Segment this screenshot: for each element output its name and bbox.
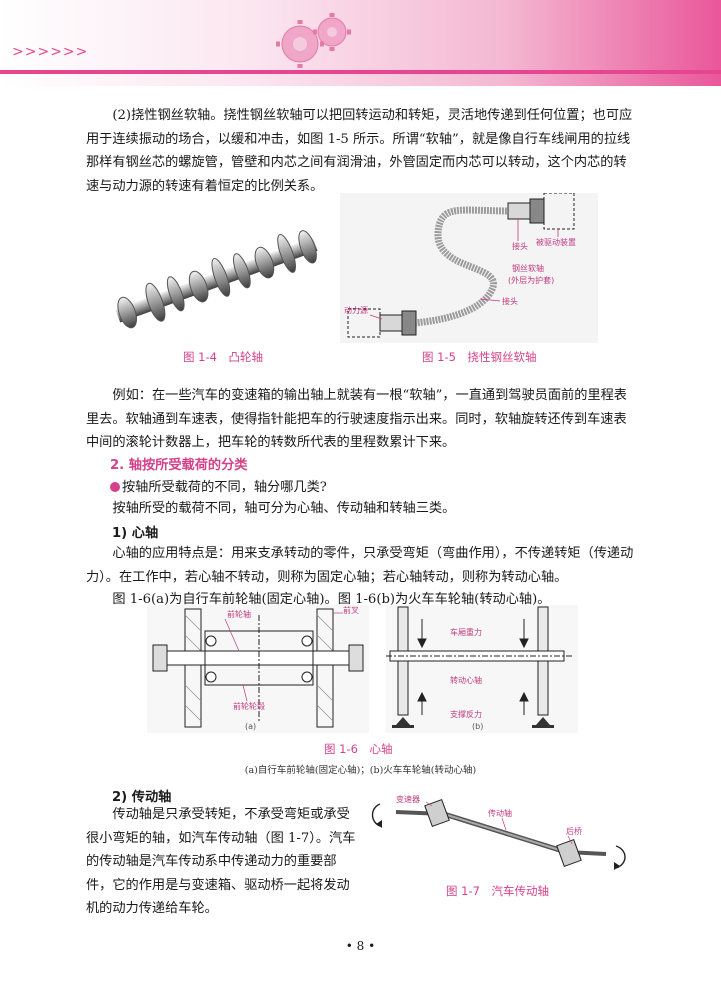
fig16b-label-load: 车厢重力	[450, 627, 482, 637]
fig15-label-joint-bottom: 接头	[502, 296, 518, 306]
train-axle-figure: 车厢重力 转动心轴 支撑反力 (b)	[386, 605, 578, 733]
fig17-label-rear-axle: 后桥	[566, 826, 582, 836]
bullet-dot-icon	[110, 482, 120, 492]
subheading-mandrel: 1) 心轴	[112, 526, 159, 541]
fig16b-label-b: (b)	[472, 722, 483, 731]
fig16b-label-rot-axle: 转动心轴	[450, 675, 482, 685]
section-heading-load-classification: 2. 轴按所受载荷的分类	[110, 458, 248, 473]
subheading-drive-shaft: 2) 传动轴	[112, 790, 172, 805]
fig16a-label-a: (a)	[245, 722, 256, 731]
fig15-label-driven: 被驱动装置	[536, 237, 576, 247]
paragraph-three-types: 按轴所受的载荷不同，轴可分为心轴、传动轴和转轴三类。	[112, 501, 456, 516]
paragraph-drive-shaft: 传动轴是只承受转矩，不承受弯矩或承受很小弯矩的轴，如汽车传动轴（图 1-7）。汽…	[86, 807, 356, 916]
page-header: >>>>>>	[0, 0, 721, 86]
caption-fig-1-4: 图 1-4 凸轮轴	[183, 350, 263, 364]
subcaption-fig-1-6: (a)自行车前轮轴(固定心轴)；(b)火车车轮轴(转动心轴)	[244, 765, 477, 776]
caption-fig-1-6: 图 1-6 心轴	[324, 742, 393, 756]
paragraph-mandrel: 心轴的应用特点是：用来支承转动的零件，只承受弯矩（弯曲作用），不传递转矩（传递动…	[86, 546, 634, 585]
fig15-label-joint-top: 接头	[512, 241, 528, 251]
drive-shaft-figure: 变速器 传动轴 后桥	[371, 794, 626, 870]
caption-fig-1-7: 图 1-7 汽车传动轴	[446, 884, 549, 898]
fig17-label-gearbox: 变速器	[396, 794, 420, 804]
paragraph-flexible-shaft: (2)挠性钢丝软轴。挠性钢丝软轴可以把回转运动和转矩，灵活地传递到任何位置；也可…	[86, 108, 633, 194]
fig16a-label-fork: 前叉	[343, 605, 359, 615]
flexible-shaft-figure: 接头 被驱动装置 钢丝软轴 (外层为护套) 接头 动力源	[340, 193, 598, 343]
paragraph-fig-1-6-intro: 图 1-6(a)为自行车前轮轴(固定心轴)。图 1-6(b)为火车车轮轴(转动心…	[112, 592, 551, 607]
header-band	[0, 70, 721, 74]
caption-fig-1-5: 图 1-5 挠性钢丝软轴	[422, 350, 537, 364]
chevron-right-icon: >>>>>>	[12, 44, 89, 60]
paragraph-speedometer: 例如：在一些汽车的变速箱的输出轴上就装有一根“软轴”，一直通到驾驶员面前的里程表…	[86, 388, 627, 450]
bicycle-axle-figure: 前轮轴 前叉 前轮轮毂 (a)	[147, 605, 369, 733]
fig16b-label-support: 支撑反力	[450, 709, 482, 719]
fig16a-label-hub: 前轮轮毂	[233, 701, 265, 711]
camshaft-figure	[115, 230, 318, 329]
fig15-label-core: 钢丝软轴	[512, 263, 544, 273]
gear-icon	[276, 13, 351, 68]
fig17-label-shaft: 传动轴	[488, 808, 512, 818]
page-number: • 8 •	[345, 939, 376, 953]
fig16a-label-axle: 前轮轴	[227, 609, 251, 619]
fig15-label-core2: (外层为护套)	[508, 275, 554, 285]
question-line: 按轴所受载荷的不同，轴分哪几类?	[110, 476, 327, 495]
fig15-label-power: 动力源	[344, 305, 368, 315]
